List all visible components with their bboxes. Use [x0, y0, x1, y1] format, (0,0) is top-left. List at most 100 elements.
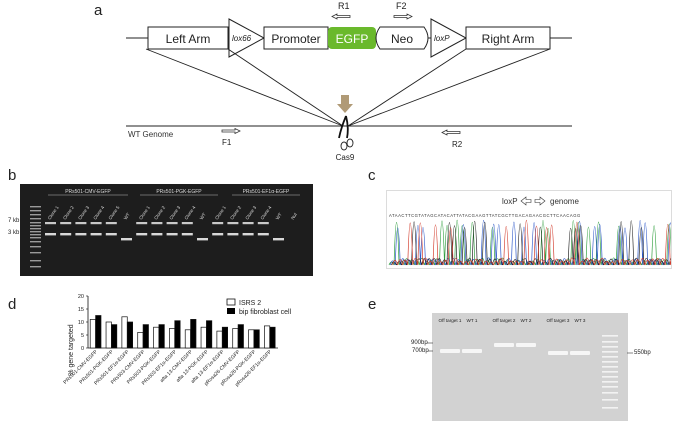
ladder-band: [30, 266, 41, 268]
lane-label: Clone 4: [92, 205, 105, 221]
lane-label: Clone 3: [168, 205, 181, 221]
bar-fibroblast: [142, 324, 149, 349]
panel-c-label: c: [368, 167, 376, 184]
size-label-3kb: 3 kb: [8, 230, 20, 236]
gel-band-7kb: [166, 222, 178, 225]
chrom-loxp-label: loxP: [502, 197, 518, 206]
sequencing-chromatogram: loxP genome ATAACTTCGTATAGCATACATTATACGA…: [386, 190, 672, 269]
legend: ISRS 2 bip fibroblast cell: [226, 298, 292, 316]
primer-r1-label: R1: [338, 1, 350, 11]
y-tick-label: 0: [81, 346, 84, 352]
panel-e-label: e: [368, 296, 377, 313]
panel-d-label: d: [8, 296, 17, 313]
bar-fibroblast: [111, 324, 118, 349]
ladder-band: [30, 237, 41, 239]
y-axis-title: % gene targeted: [68, 324, 75, 375]
crossover-line: [227, 48, 344, 127]
lox66-label: lox66: [232, 34, 252, 43]
lane-label: Clone 4: [260, 205, 273, 221]
ladder-band: [602, 366, 618, 368]
gel-band: [570, 351, 590, 355]
panel-b-label: b: [8, 167, 17, 184]
gel-band-3kb: [121, 238, 132, 241]
gel-band-7kb: [45, 222, 56, 225]
neo-label: Neo: [391, 32, 413, 46]
gel-band-3kb: [90, 233, 102, 236]
ladder-band: [602, 399, 618, 401]
lane-label: Clone 2: [229, 205, 242, 221]
bar-isrs2: [169, 328, 176, 349]
lane-label: WT 3: [575, 318, 586, 323]
legend-swatch-isrs2: [226, 298, 236, 306]
ladder-band: [30, 225, 41, 227]
size-label-700bp: 700bp: [412, 348, 429, 354]
lane-label: Nul: [290, 212, 298, 220]
chrom-genome-label: genome: [550, 197, 579, 206]
ladder-band: [602, 361, 618, 363]
gel-band-7kb: [257, 222, 269, 225]
chromatogram-trace: [392, 219, 671, 266]
bar-isrs2: [137, 332, 144, 349]
ladder-band: [602, 392, 618, 394]
left-arm-label: Left Arm: [166, 32, 211, 46]
egfp-label: EGFP: [336, 32, 369, 46]
loxp-label: loxP: [434, 34, 450, 43]
bar-fibroblast: [253, 329, 260, 349]
right-arm-box: [465, 26, 551, 50]
lane-label: WT 1: [467, 318, 478, 323]
lane-label: Off target 1: [439, 318, 462, 323]
ladder-band: [30, 260, 41, 262]
gel-band-7kb: [242, 222, 254, 225]
ladder-band: [602, 381, 618, 383]
chrom-sequence: ATAACTTCGTATAGCATACATTATACGAAGTTATCGCTTG…: [389, 213, 581, 218]
gel-band-7kb: [75, 222, 87, 225]
bar-isrs2: [248, 329, 255, 349]
lox66-triangle: [228, 18, 266, 58]
gel-band-3kb: [45, 233, 56, 236]
cas9-scissors-icon: [340, 141, 348, 151]
ladder-band: [30, 241, 41, 243]
junction-arrows-icon: [520, 196, 546, 206]
primer-r2-label: R2: [452, 140, 463, 149]
lane-label: WT: [275, 212, 283, 221]
gel-band: [440, 349, 460, 353]
legend-swatch-fibroblast: [227, 308, 235, 314]
ladder-band: [602, 356, 618, 358]
ladder-band: [30, 218, 41, 220]
gel-band: [462, 349, 482, 353]
ladder-band: [602, 386, 618, 388]
ladder-band: [602, 376, 618, 378]
lane-label: Clone 5: [108, 205, 121, 221]
gel-band-7kb: [227, 222, 239, 225]
bar-fibroblast: [95, 315, 102, 349]
ladder-band: [30, 222, 41, 224]
size-label-900bp: 900bp: [411, 340, 428, 346]
gel-band-7kb: [90, 222, 102, 225]
lane-label: Clone 1: [138, 205, 151, 221]
primer-r1-arrow: [331, 13, 351, 20]
gel-band-3kb: [151, 233, 163, 236]
primer-f2-label: F2: [396, 1, 407, 11]
gel-band-7kb: [60, 222, 72, 225]
bar-isrs2: [89, 319, 96, 349]
lane-label: Off target 3: [547, 318, 570, 323]
bar-fibroblast: [190, 319, 197, 349]
bar-isrs2: [153, 326, 160, 349]
gene-targeting-chart: % gene targeted ISRS 2 bip fibroblast ce…: [62, 294, 292, 388]
y-tick-label: 5: [81, 333, 84, 339]
gel-band-3kb: [212, 233, 224, 236]
bar-fibroblast: [206, 320, 213, 349]
bar-fibroblast: [237, 324, 244, 349]
ladder-band: [30, 210, 41, 212]
bar-isrs2: [216, 330, 223, 349]
y-tick-label: 20: [78, 294, 84, 300]
lane-label: WT 2: [521, 318, 532, 323]
gel-band-3kb: [227, 233, 239, 236]
ladder-band: [602, 351, 618, 353]
lane-label: Clone 3: [77, 205, 90, 221]
bar-isrs2: [184, 329, 191, 349]
crossover-line: [347, 48, 551, 127]
gel-band-3kb: [105, 233, 117, 236]
